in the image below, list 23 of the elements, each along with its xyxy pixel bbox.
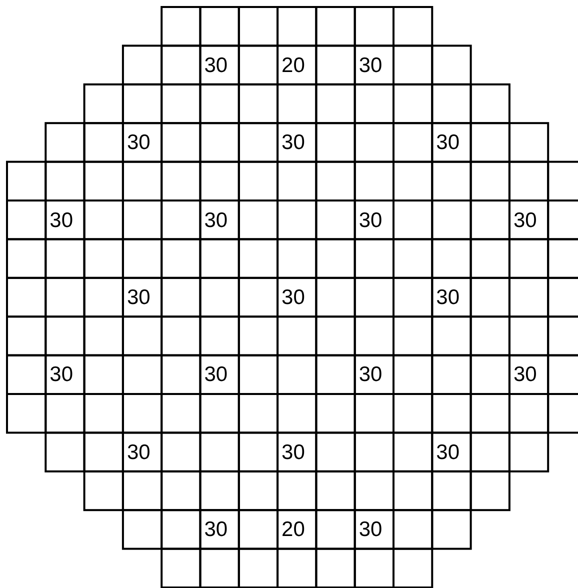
loading-number: 30 — [358, 54, 382, 76]
loading-number: 30 — [358, 210, 382, 230]
loading-number: 30 — [204, 519, 228, 540]
loading-number: 20 — [282, 54, 305, 76]
loading-number: 30 — [436, 132, 460, 154]
loading-number: 30 — [50, 210, 73, 230]
loading-number: 30 — [513, 364, 537, 386]
loading-number: 30 — [436, 442, 460, 463]
loading-number: 20 — [282, 519, 305, 540]
loading-number: 30 — [358, 364, 382, 386]
loading-number: 30 — [282, 442, 305, 463]
loading-number: 30 — [436, 286, 460, 308]
loading-number: 30 — [126, 442, 150, 463]
loading-number: 30 — [204, 364, 228, 386]
loading-number: 30 — [513, 210, 537, 230]
loading-number: 30 — [282, 132, 305, 154]
loading-number: 30 — [126, 286, 150, 308]
loading-number: 30 — [126, 132, 150, 154]
loading-number: 30 — [204, 210, 228, 230]
loading-number: 30 — [50, 364, 73, 386]
loading-number: 30 — [358, 519, 382, 540]
loading-number: 30 — [204, 54, 228, 76]
loading-number: 30 — [282, 286, 305, 308]
